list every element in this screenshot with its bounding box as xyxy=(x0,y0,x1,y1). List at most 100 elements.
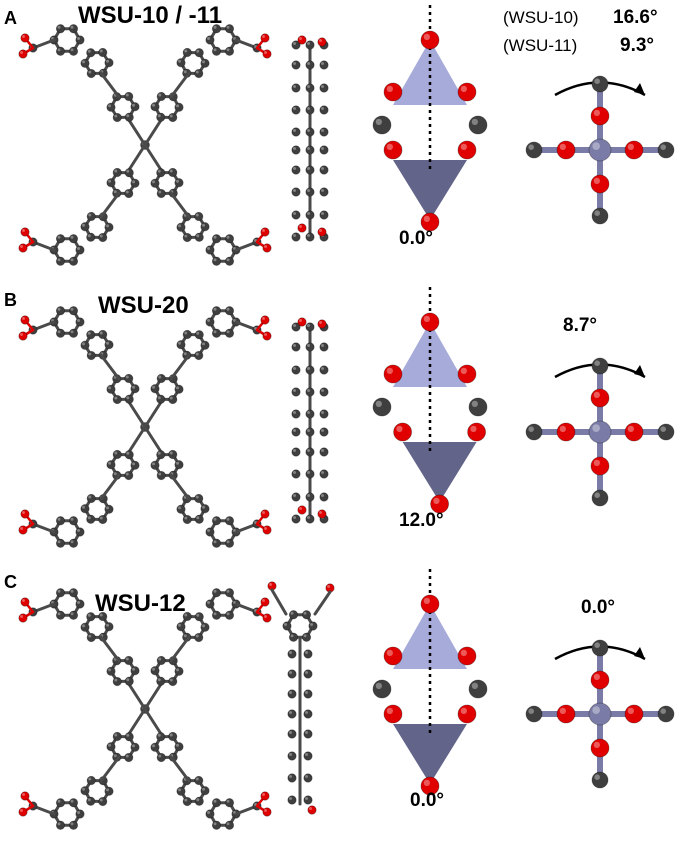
bond xyxy=(125,143,147,175)
carbon-atom xyxy=(525,705,543,723)
middle-phenyl-carbon xyxy=(104,786,114,796)
inner-phenyl-carbon xyxy=(124,676,134,686)
terminal-phenyl-carbon xyxy=(211,46,222,56)
bond xyxy=(143,115,165,147)
bottom-triangle xyxy=(393,160,467,220)
inner-phenyl-carbon xyxy=(150,102,160,112)
oxygen-atom xyxy=(20,509,30,519)
terminal-phenyl-carbon xyxy=(55,234,66,244)
carbon-atom xyxy=(468,679,488,699)
side-carbon xyxy=(305,409,315,419)
side-carbon xyxy=(305,105,315,115)
bond xyxy=(99,71,121,99)
oxygen-atom xyxy=(624,140,644,160)
oxygen-atom xyxy=(624,704,644,724)
terminal-phenyl-carbon xyxy=(224,46,235,56)
terminal-phenyl-carbon xyxy=(224,234,235,244)
terminal-phenyl-carbon xyxy=(211,538,222,548)
side-carbon xyxy=(303,709,313,719)
terminal-phenyl-carbon xyxy=(211,798,222,808)
inner-phenyl-carbon xyxy=(124,732,134,742)
terminal-phenyl-carbon xyxy=(68,234,79,244)
middle-phenyl-carbon xyxy=(86,632,96,643)
carbon-atom xyxy=(591,639,609,657)
middle-phenyl-carbon xyxy=(98,47,108,58)
terminal-phenyl-carbon xyxy=(68,24,79,34)
side-carbon xyxy=(303,689,313,699)
terminal-phenyl-carbon xyxy=(68,328,79,338)
middle-phenyl-carbon xyxy=(194,48,204,58)
middle-phenyl-carbon xyxy=(194,232,204,242)
trigonal-angle-label-b: 12.0° xyxy=(399,510,444,531)
carbon-atom xyxy=(591,771,609,789)
middle-phenyl-carbon xyxy=(176,504,186,514)
terminal-phenyl-carbon xyxy=(205,527,215,537)
inner-phenyl-carbon xyxy=(150,742,160,752)
middle-phenyl-carbon xyxy=(86,775,96,786)
side-carbon xyxy=(291,447,301,457)
inner-phenyl-carbon xyxy=(112,394,122,405)
inner-phenyl-carbon xyxy=(156,112,166,122)
terminal-phenyl-carbon xyxy=(211,610,222,620)
bond xyxy=(143,143,165,175)
middle-phenyl-carbon xyxy=(200,622,210,632)
oxygen-atom xyxy=(18,807,28,817)
middle-phenyl-carbon xyxy=(182,514,192,525)
side-oxygen xyxy=(307,805,317,815)
oxygen-atom xyxy=(260,33,270,43)
carbon-atom xyxy=(372,115,392,135)
oxygen-atom xyxy=(260,509,270,519)
side-carbon xyxy=(305,365,315,375)
oxygen-atom xyxy=(383,82,403,102)
inner-phenyl-carbon xyxy=(156,91,166,102)
terminal-phenyl-carbon xyxy=(55,24,66,34)
bond xyxy=(125,425,147,457)
middle-phenyl-carbon xyxy=(86,211,96,222)
side-carbon xyxy=(319,60,329,70)
side-carbon xyxy=(319,342,329,352)
inner-phenyl-carbon xyxy=(124,394,134,404)
inner-phenyl-carbon xyxy=(168,676,178,687)
middle-phenyl-carbon xyxy=(86,796,96,806)
oxygen-atom xyxy=(590,456,610,476)
inner-phenyl-carbon xyxy=(130,178,140,188)
side-carbon xyxy=(303,669,313,679)
terminal-phenyl-carbon xyxy=(224,24,235,34)
oxygen-atom xyxy=(383,140,403,160)
side-carbon xyxy=(305,447,315,457)
carbon-atom xyxy=(468,397,488,417)
middle-phenyl-carbon xyxy=(86,612,96,622)
middle-phenyl-carbon xyxy=(80,504,90,514)
terminal-phenyl-carbon xyxy=(224,798,235,808)
middle-phenyl-carbon xyxy=(98,514,108,525)
side-carbon xyxy=(287,795,297,805)
side-carbon xyxy=(291,387,301,397)
inner-phenyl-carbon xyxy=(150,384,160,394)
middle-phenyl-carbon xyxy=(86,514,96,524)
oxygen-atom xyxy=(556,140,576,160)
middle-phenyl-carbon xyxy=(104,222,114,232)
carbon-atom xyxy=(372,397,392,417)
terminal-phenyl-carbon xyxy=(55,46,66,56)
side-carbon xyxy=(291,492,301,502)
side-carbon xyxy=(305,40,315,50)
oxygen-atom xyxy=(20,33,30,43)
inner-phenyl-carbon xyxy=(130,102,140,112)
side-carbon xyxy=(291,409,301,419)
side-carbon xyxy=(287,729,297,739)
inner-phenyl-carbon xyxy=(156,450,166,460)
inner-phenyl-carbon xyxy=(106,384,116,394)
side-carbon xyxy=(291,322,301,332)
oxygen-atom xyxy=(556,422,576,442)
oxygen-atom xyxy=(262,807,272,817)
middle-phenyl-carbon xyxy=(80,340,90,350)
side-carbon xyxy=(319,105,329,115)
twist-arrowhead xyxy=(634,83,645,95)
oxygen-atom xyxy=(383,646,403,666)
terminal-phenyl-carbon xyxy=(205,599,215,609)
terminal-phenyl-carbon xyxy=(75,245,85,255)
side-carbon xyxy=(319,409,329,419)
side-carbon xyxy=(305,127,315,137)
bond xyxy=(143,707,165,739)
inner-phenyl-carbon xyxy=(124,112,134,122)
